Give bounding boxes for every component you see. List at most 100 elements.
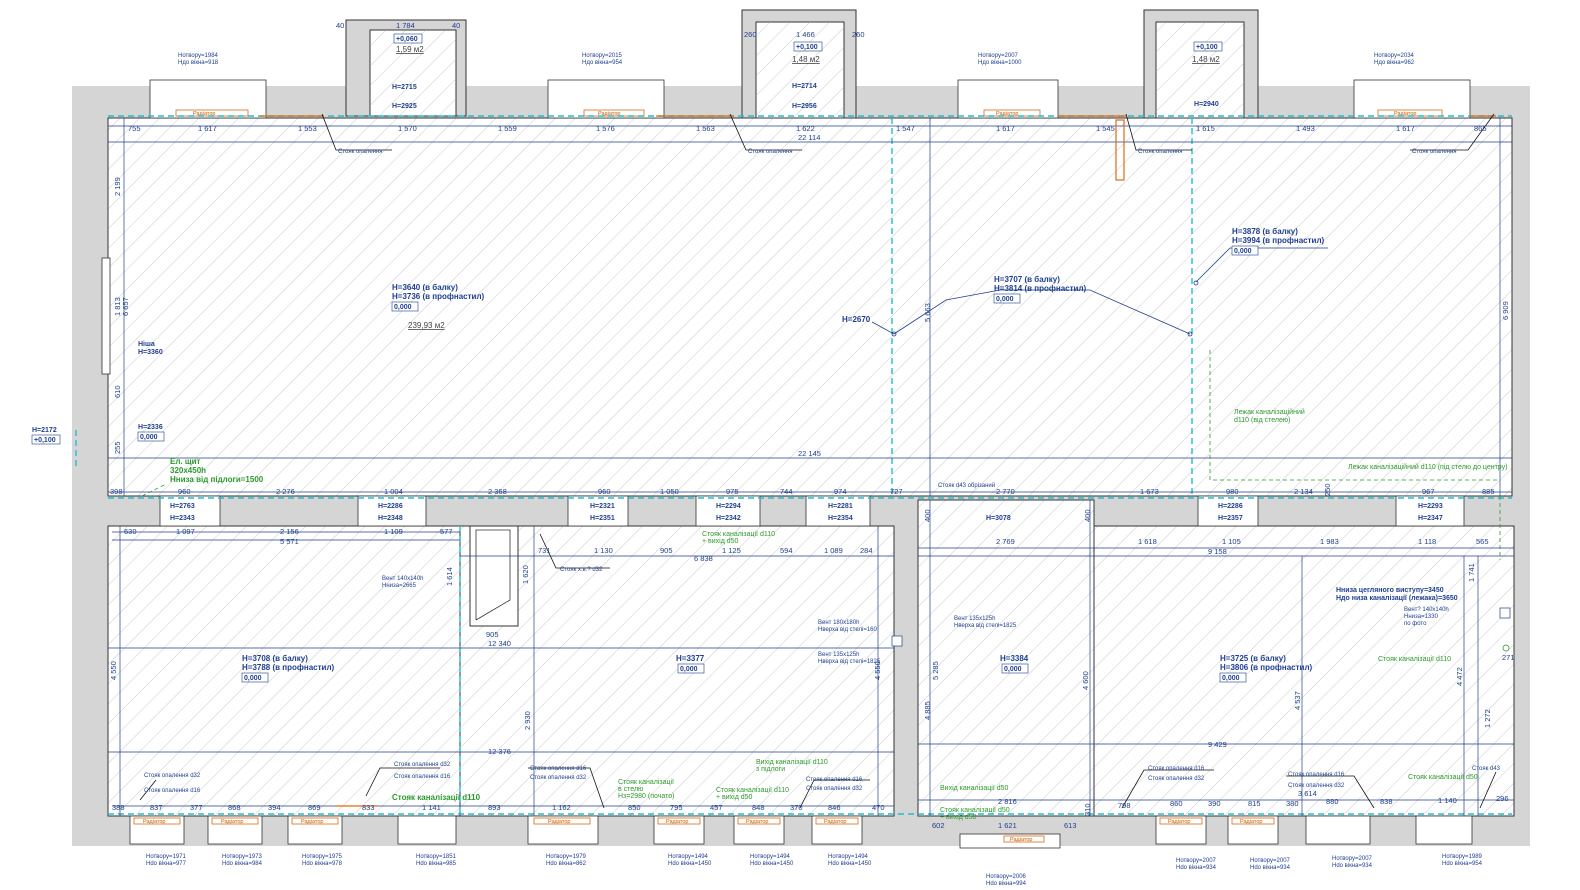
svg-text:1 089: 1 089 [824,546,843,555]
svg-text:470: 470 [872,803,885,812]
svg-text:1 813: 1 813 [113,297,122,316]
svg-text:Нотвору=1494: Нотвору=1494 [668,854,709,860]
main-hall-hatch [107,117,1513,497]
svg-text:377: 377 [190,803,203,812]
svg-text:271: 271 [1502,653,1515,662]
svg-text:1 784: 1 784 [396,21,415,30]
svg-text:980: 980 [1226,487,1239,496]
height-leaders [871,247,1328,337]
svg-text:Нdo вікна=862: Нdo вікна=862 [546,861,587,867]
svg-text:H=2354: H=2354 [828,515,853,522]
svg-text:2 769: 2 769 [996,537,1015,546]
svg-text:H=2336: H=2336 [138,424,163,431]
svg-text:Радіатор: Радіатор [1010,837,1033,843]
svg-text:1 118: 1 118 [1418,537,1436,546]
svg-text:868: 868 [228,803,241,812]
svg-text:1 141: 1 141 [422,803,441,812]
svg-text:+ вихід d50: + вихід d50 [702,537,739,545]
leader-lines [139,113,1497,809]
top-window-labels: Нотвору=1984 Ндо вікна=918 Нотвору=2015 … [178,53,1415,66]
svg-text:Hниза=1330: Hниза=1330 [1404,614,1439,620]
svg-text:Нотвору=2007: Нотвору=2007 [1250,858,1291,864]
svg-text:893: 893 [488,803,501,812]
svg-text:239,93 м2: 239,93 м2 [408,321,445,330]
heating-pipes [260,115,1496,807]
sewer-lines [141,350,1501,560]
svg-text:Нdo вікна=994: Нdo вікна=994 [986,881,1027,887]
svg-text:0,000: 0,000 [996,296,1014,303]
svg-text:H=2715: H=2715 [392,84,417,91]
svg-text:Вент 135х125h: Вент 135х125h [818,652,859,658]
svg-text:H=3360: H=3360 [138,349,163,356]
svg-text:H=2281: H=2281 [828,503,853,510]
svg-text:Радіатор: Радіатор [221,819,244,825]
svg-text:1,48 м2: 1,48 м2 [1192,55,1220,64]
svg-text:Стояк каналізації d110: Стояк каналізації d110 [392,793,481,802]
svg-text:Нотвору=2007: Нотвору=2007 [1176,858,1217,864]
svg-text:865: 865 [1474,124,1487,133]
svg-text:H=3736 (в профнастил): H=3736 (в профнастил) [392,292,485,301]
svg-text:967: 967 [1422,487,1435,496]
svg-text:Стояк каналізації d50: Стояк каналізації d50 [1408,773,1478,781]
svg-text:+0,100: +0,100 [1196,44,1218,51]
svg-text:284: 284 [860,546,873,555]
bottom-riser-labels: Стояк опалення d32 Стояк опалення d16 Ст… [144,758,1501,821]
svg-text:1 618: 1 618 [1138,537,1157,546]
svg-text:1 622: 1 622 [796,124,815,133]
svg-text:Радіатор: Радіатор [746,819,769,825]
radiators [133,109,1443,843]
svg-text:2 199: 2 199 [113,177,122,196]
svg-text:Стояк опалення: Стояк опалення [748,149,793,155]
svg-text:Стояк опалення: Стояк опалення [1412,149,1457,155]
svg-text:в стелю: в стелю [618,786,643,793]
svg-text:H=2321: H=2321 [590,503,615,510]
svg-text:1 673: 1 673 [1140,487,1159,496]
svg-text:Стояк опалення d16: Стояк опалення d16 [1148,766,1205,772]
svg-text:594: 594 [780,546,793,555]
svg-text:3 614: 3 614 [1298,789,1317,798]
svg-text:2 368: 2 368 [488,487,507,496]
svg-text:Вент 180х180h: Вент 180х180h [818,620,859,626]
svg-text:H=2293: H=2293 [1418,503,1443,510]
svg-text:4 537: 4 537 [1293,691,1302,710]
svg-text:1 570: 1 570 [398,124,417,133]
svg-text:22 145: 22 145 [798,449,821,458]
svg-text:Ндо вікна=954: Ндо вікна=954 [582,60,623,66]
svg-text:565: 565 [1476,537,1489,546]
svg-text:394: 394 [268,803,281,812]
svg-text:Ндо вікна=962: Ндо вікна=962 [1374,60,1415,66]
svg-text:885: 885 [1482,487,1495,496]
svg-text:Радіатор: Радіатор [193,111,216,117]
svg-text:Нотвору=2007: Нотвору=2007 [978,53,1019,59]
svg-text:+ вихід d50: + вихід d50 [940,813,977,821]
dimension-lines [108,118,1514,816]
svg-text:H=3640 (в балку): H=3640 (в балку) [392,283,458,292]
svg-text:1 109: 1 109 [384,527,403,536]
svg-text:577: 577 [440,527,453,536]
svg-text:1 621: 1 621 [998,821,1017,830]
svg-text:Стояк каналізації d110: Стояк каналізації d110 [702,530,775,538]
svg-text:Стояк d43: Стояк d43 [1472,766,1501,772]
svg-text:Нотвору=1494: Нотвору=1494 [828,854,869,860]
svg-text:Радіатор: Радіатор [548,819,571,825]
svg-text:613: 613 [1064,821,1077,830]
svg-text:2 930: 2 930 [523,711,532,730]
svg-text:727: 727 [890,487,903,496]
svg-text:1 617: 1 617 [198,124,217,133]
svg-text:Нdo вікна=934: Нdo вікна=934 [1332,863,1373,869]
svg-text:1 614: 1 614 [445,567,454,586]
svg-text:0,000: 0,000 [394,304,412,311]
svg-text:250: 250 [1323,483,1332,496]
svg-text:4 550: 4 550 [109,661,118,680]
svg-text:848: 848 [752,803,765,812]
svg-text:1 559: 1 559 [498,124,517,133]
svg-text:974: 974 [834,487,847,496]
svg-text:Радіатор: Радіатор [1240,819,1263,825]
lower-right-a-labels: 400 400 2 769 H=3384 0,000 5 285 4 885 4… [923,509,1092,720]
svg-text:H=2925: H=2925 [392,103,417,110]
svg-text:H=3377: H=3377 [676,654,705,663]
svg-text:2 276: 2 276 [276,487,295,496]
svg-text:1 617: 1 617 [996,124,1015,133]
top-room-3-labels: +0,100 1,48 м2 H=2940 [1192,41,1223,108]
